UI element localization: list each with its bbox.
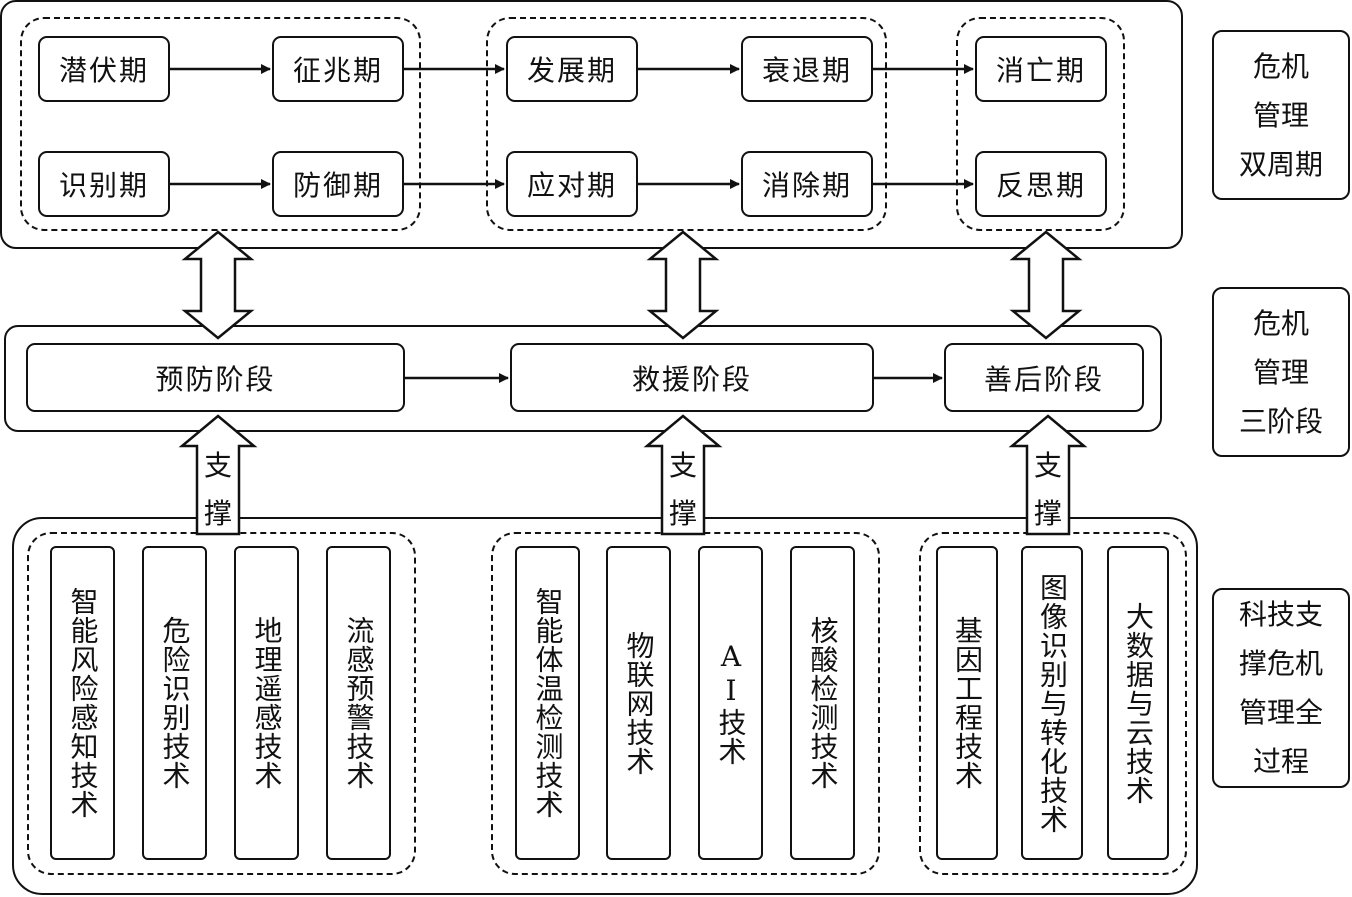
phase-box-shuaitui: 衰退期: [741, 36, 873, 102]
tech-box-flu-warning: 流感预警技术: [326, 546, 391, 860]
support-label-top: 支: [668, 449, 697, 482]
phase-box-shibie: 识别期: [38, 151, 170, 217]
tech-label: 智能风险感知技术: [66, 587, 100, 819]
support-label-bottom: 撑: [668, 497, 697, 530]
tech-box-ai: AI技术: [698, 546, 763, 860]
tech-label: 图像识别与转化技术: [1036, 572, 1069, 834]
tech-label: 大数据与云技术: [1122, 601, 1155, 805]
support-label-bottom: 撑: [203, 497, 232, 530]
group-dash-1: [20, 17, 421, 231]
phase-box-qianfu: 潜伏期: [38, 36, 170, 102]
tech-box-risk-sensing: 智能风险感知技术: [50, 546, 115, 860]
tech-box-hazard-recognition: 危险识别技术: [142, 546, 207, 860]
tech-box-bigdata-cloud: 大数据与云技术: [1107, 546, 1169, 860]
side-label-text: 危机 管理 三阶段: [1238, 306, 1323, 438]
tech-box-nucleic-acid: 核酸检测技术: [790, 546, 855, 860]
stage-box-aftermath: 善后阶段: [944, 343, 1144, 412]
support-label-bottom: 撑: [1033, 497, 1062, 530]
tech-label: 地理遥感技术: [250, 616, 284, 790]
phase-box-zhengzhao: 征兆期: [272, 36, 404, 102]
tech-label: 流感预警技术: [342, 616, 376, 790]
support-label-top: 支: [1033, 449, 1062, 482]
tech-box-genetic: 基因工程技术: [936, 546, 998, 860]
phase-box-fansi: 反思期: [975, 151, 1107, 217]
side-label-text: 科技支 撑危机 管理全 过程: [1238, 598, 1323, 778]
tech-label: AI技术: [714, 640, 748, 766]
tech-label: 基因工程技术: [951, 616, 984, 790]
side-label-dual-cycle: 危机 管理 双周期: [1212, 30, 1350, 200]
tech-box-image-recognition: 图像识别与转化技术: [1021, 546, 1083, 860]
tech-box-remote-sensing: 地理遥感技术: [234, 546, 299, 860]
phase-box-yingdui: 应对期: [506, 151, 638, 217]
tech-label: 物联网技术: [622, 630, 656, 776]
side-label-text: 危机 管理 双周期: [1238, 49, 1323, 181]
tech-frame: [12, 517, 1198, 895]
stage-box-rescue: 救援阶段: [510, 343, 874, 412]
phase-box-fangyu: 防御期: [272, 151, 404, 217]
phase-box-xiaochu: 消除期: [741, 151, 873, 217]
stage-box-prevention: 预防阶段: [26, 343, 405, 412]
side-label-tech-support: 科技支 撑危机 管理全 过程: [1212, 588, 1350, 788]
group-dash-3: [956, 17, 1125, 231]
phase-box-fazhan: 发展期: [506, 36, 638, 102]
side-label-three-stages: 危机 管理 三阶段: [1212, 287, 1350, 457]
support-label-top: 支: [203, 449, 232, 482]
tech-label: 核酸检测技术: [806, 616, 840, 790]
tech-box-temperature: 智能体温检测技术: [515, 546, 580, 860]
tech-label: 危险识别技术: [158, 616, 192, 790]
tech-label: 智能体温检测技术: [531, 587, 565, 819]
group-dash-2: [486, 17, 887, 231]
tech-box-iot: 物联网技术: [606, 546, 671, 860]
phase-box-xiaowang: 消亡期: [975, 36, 1107, 102]
